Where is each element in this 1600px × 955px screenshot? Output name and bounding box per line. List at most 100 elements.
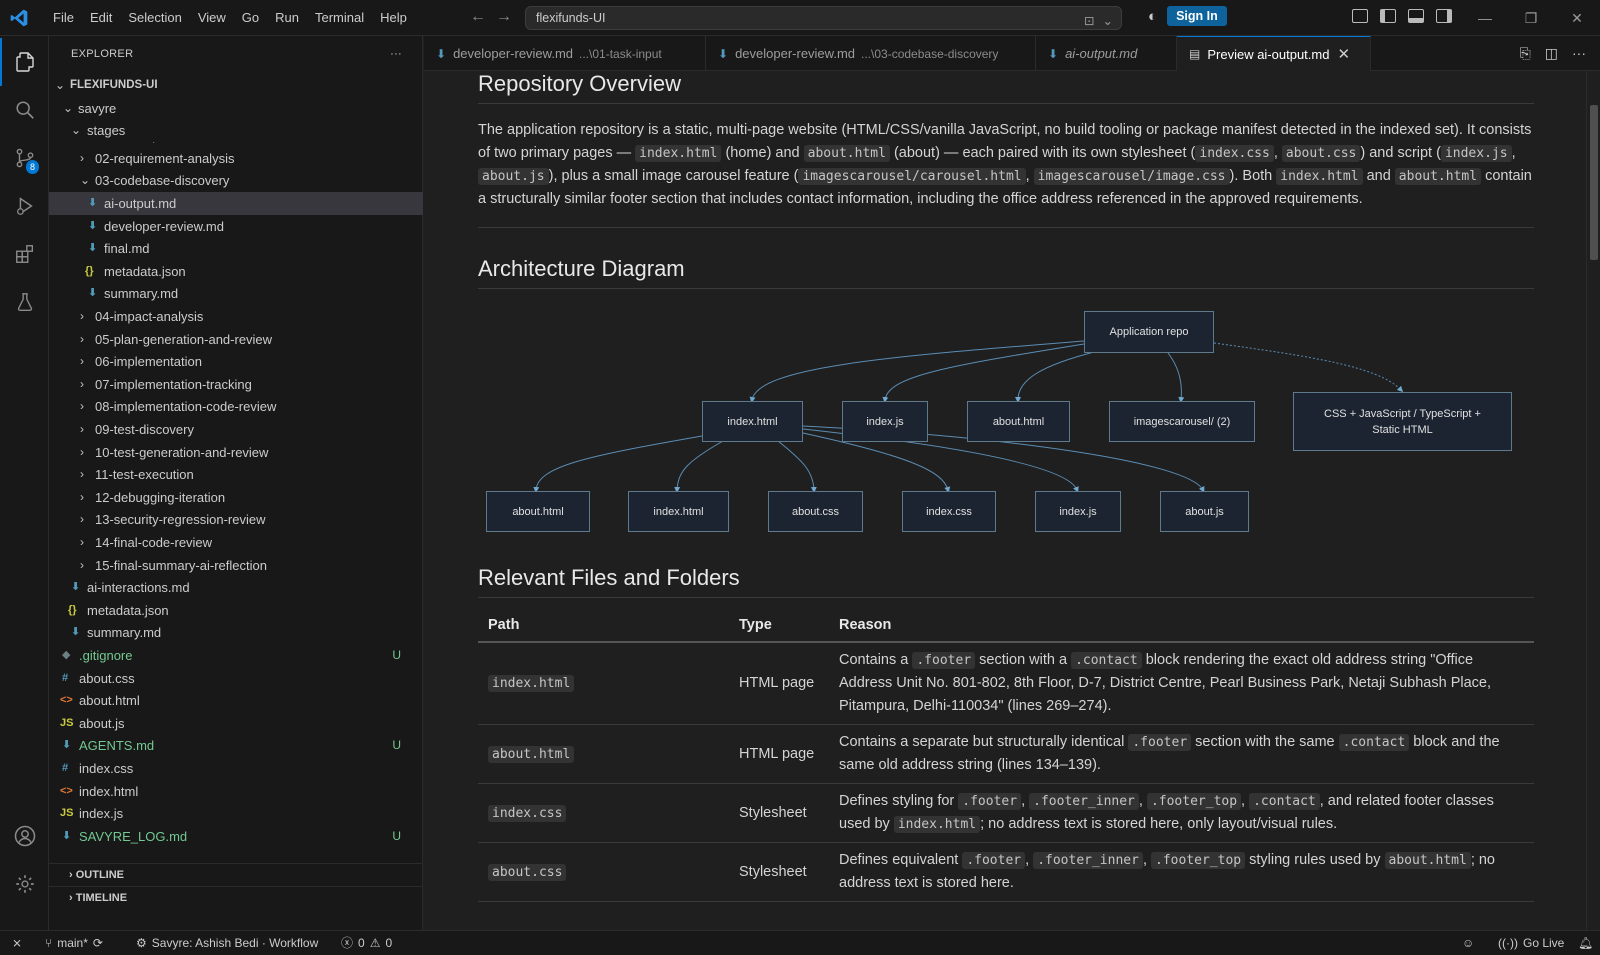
folder-10[interactable]: › 10-test-generation-and-review [49,441,423,464]
minimize-icon[interactable]: — [1478,10,1492,26]
chevron-right-icon: › [80,354,84,369]
menu-file[interactable]: File [53,9,74,25]
copilot-status[interactable]: ☺ [1462,931,1474,955]
file-final[interactable]: ⬇ final.md [49,237,423,260]
notifications-indicator[interactable]: 🔔︎ [1578,931,1593,955]
savyre-workflow-status[interactable]: ⚙ Savyre: Ashish Bedi · Workflow [136,931,318,955]
folder-savyre[interactable]: ⌄ savyre [49,97,423,120]
go-live-button[interactable]: ((·)) Go Live [1498,931,1564,955]
tab-developer-review-03[interactable]: ⬇ developer-review.md ...\03-codebase-di… [706,36,1036,71]
menu-terminal[interactable]: Terminal [315,9,365,25]
file-label: SAVYRE_LOG.md [79,828,188,844]
timeline-section[interactable]: › TIMELINE [49,886,423,909]
folder-15[interactable]: › 15-final-summary-ai-reflection [49,554,423,577]
more-actions-icon[interactable]: ··· [390,47,402,60]
menu-edit[interactable]: Edit [89,9,113,25]
sync-icon[interactable]: ⟳ [92,936,103,950]
back-arrow-icon[interactable]: ← [470,8,486,25]
open-source-icon[interactable]: ⎘ [1519,45,1531,61]
folder-11[interactable]: › 11-test-execution [49,463,423,486]
copilot-icon[interactable]: ◐ [1148,7,1158,25]
menu-selection[interactable]: Selection [128,9,182,25]
tree-root[interactable]: ⌄ FLEXIFUNDS-UI [49,74,423,97]
file-summary[interactable]: ⬇ summary.md [49,282,423,305]
timeline-label: TIMELINE [75,892,128,904]
inline-code: imagescarousel/carousel.html [798,168,1026,185]
file-summary-root[interactable]: ⬇ summary.md [49,621,423,644]
file-about-html[interactable]: <> about.html [49,689,423,712]
search-activity[interactable] [0,86,49,134]
folder-07[interactable]: › 07-implementation-tracking [49,373,423,396]
file-ai-output[interactable]: ⬇ ai-output.md [49,192,423,215]
folder-stages[interactable]: ⌄ stages [49,119,423,142]
menu-go[interactable]: Go [241,9,260,25]
toggle-secondary-sidebar-icon[interactable] [1436,9,1452,23]
folder-03[interactable]: ⌄ 03-codebase-discovery [49,169,423,192]
folder-04[interactable]: › 04-impact-analysis [49,305,423,328]
file-about-css[interactable]: # about.css [49,667,423,690]
more-actions-icon[interactable]: ··· [1572,45,1586,61]
problems-indicator[interactable]: ⓧ 0 ⚠ 0 [341,931,392,955]
run-debug-activity[interactable] [0,182,49,230]
menu-view[interactable]: View [197,9,226,25]
source-control-activity[interactable]: 8 [0,134,49,182]
accounts-activity[interactable] [0,812,49,860]
branch-indicator[interactable]: ⑂ main* ⟳ [45,931,103,955]
folder-02[interactable]: › 02-requirement-analysis [49,147,423,170]
markdown-preview[interactable]: Repository Overview The application repo… [424,71,1600,930]
restore-icon[interactable]: ❐ [1524,9,1538,26]
file-index-html[interactable]: <> index.html [49,780,423,803]
folder-13[interactable]: › 13-security-regression-review [49,508,423,531]
tab-developer-review-01[interactable]: ⬇ developer-review.md ...\01-task-input [424,36,706,71]
folder-01-task-input-partial[interactable]: 01-task-input [49,142,423,147]
text: Defines equivalent [839,852,963,868]
sign-in-button[interactable]: Sign In [1167,6,1227,26]
toggle-panel-icon[interactable] [1408,9,1424,23]
inline-code: .contact [1071,652,1142,669]
folder-08[interactable]: › 08-implementation-code-review [49,395,423,418]
column-header-type: Type [729,609,829,643]
folder-09[interactable]: › 09-test-discovery [49,418,423,441]
folder-06[interactable]: › 06-implementation [49,350,423,373]
file-about-js[interactable]: JS about.js [49,712,423,735]
tab-preview-ai-output[interactable]: ▤ Preview ai-output.md ✕ [1177,36,1371,71]
menu-help[interactable]: Help [380,9,407,25]
toggle-primary-sidebar-icon[interactable] [1380,9,1396,23]
command-center-search[interactable]: flexifunds-UI ⊡ ⌄ [525,6,1122,30]
close-icon[interactable]: ✕ [1337,46,1351,63]
file-gitignore[interactable]: ◆ .gitignore U [49,644,423,667]
copilot-icon: ☺ [1462,936,1475,950]
close-window-icon[interactable]: ✕ [1571,9,1583,26]
copilot-chat-icon[interactable]: ⊡ [1084,14,1095,28]
file-ai-interactions[interactable]: ⬇ ai-interactions.md [49,576,423,599]
forward-arrow-icon[interactable]: → [496,8,512,25]
tab-ai-output[interactable]: ⬇ ai-output.md [1036,36,1177,71]
chevron-right-icon: › [80,331,84,346]
diagram-node-index-js: index.js [842,401,928,442]
text: , and related footer classes used by [839,793,1494,832]
savyre-activity[interactable] [0,278,49,326]
scroll-thumb[interactable] [1590,105,1598,260]
file-agents[interactable]: ⬇ AGENTS.md U [49,734,423,757]
inline-code: .footer_inner [1033,852,1143,869]
menu-run[interactable]: Run [275,9,299,25]
outline-section[interactable]: › OUTLINE [49,863,423,886]
file-metadata[interactable]: {} metadata.json [49,260,423,283]
vertical-scrollbar[interactable] [1586,71,1600,930]
customize-layout-icon[interactable] [1352,9,1368,23]
file-index-css[interactable]: # index.css [49,757,423,780]
file-savyre-log[interactable]: ⬇ SAVYRE_LOG.md U [49,825,423,848]
manage-activity[interactable] [0,860,49,908]
chevron-down-icon[interactable]: ⌄ [1102,14,1113,28]
explorer-activity[interactable] [0,38,49,86]
extensions-activity[interactable] [0,230,49,278]
file-index-js[interactable]: JS index.js [49,802,423,825]
folder-05[interactable]: › 05-plan-generation-and-review [49,328,423,351]
split-editor-icon[interactable]: ◫ [1544,45,1558,61]
file-developer-review[interactable]: ⬇ developer-review.md [49,215,423,238]
remote-indicator[interactable]: ⨯ [12,931,22,955]
text: section with a [975,652,1072,668]
file-metadata-root[interactable]: {} metadata.json [49,599,423,622]
folder-12[interactable]: › 12-debugging-iteration [49,486,423,509]
folder-14[interactable]: › 14-final-code-review [49,531,423,554]
